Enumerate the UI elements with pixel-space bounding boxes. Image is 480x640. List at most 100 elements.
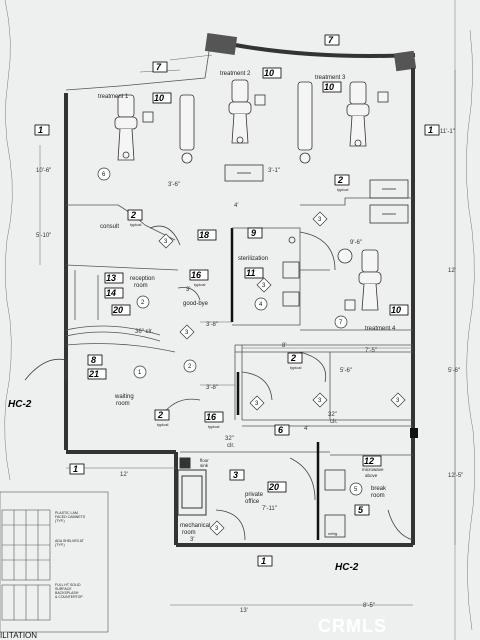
- dental-chair-1: [114, 94, 154, 161]
- tag-5: 5: [358, 505, 364, 515]
- svg-text:36" clr.: 36" clr.: [135, 329, 153, 335]
- svg-text:12': 12': [448, 268, 456, 274]
- column-top-right: [393, 50, 417, 72]
- svg-text:3: 3: [262, 283, 266, 289]
- room-consult: consult: [100, 224, 119, 230]
- svg-text:3'-1": 3'-1": [268, 168, 280, 174]
- microwave-note: microwave: [362, 467, 384, 472]
- room-waiting: waiting: [114, 394, 134, 400]
- tag-12: 12: [364, 456, 374, 466]
- svg-text:PLASTIC LAM.: PLASTIC LAM.: [55, 511, 79, 515]
- tag-2c: 2: [290, 353, 296, 363]
- tag-1d: 1: [261, 556, 266, 566]
- tag-16b: 16: [206, 412, 217, 422]
- svg-text:5: 5: [354, 487, 358, 493]
- svg-text:typical: typical: [290, 365, 301, 370]
- tag-10d: 10: [391, 305, 401, 315]
- tag-1a: 1: [38, 125, 43, 135]
- svg-text:BACKSPLASH: BACKSPLASH: [55, 591, 79, 595]
- svg-text:12': 12': [120, 472, 128, 478]
- svg-text:13': 13': [240, 608, 248, 614]
- svg-text:(TYP.): (TYP.): [55, 519, 65, 523]
- svg-text:3: 3: [396, 398, 400, 404]
- svg-text:6: 6: [102, 172, 106, 178]
- tag-11: 11: [246, 268, 255, 278]
- room-sterilization: sterilization: [238, 256, 268, 262]
- svg-text:2: 2: [141, 300, 145, 306]
- elevation-detail: [0, 491, 109, 633]
- door-swing-private: [289, 457, 316, 501]
- tag-14: 14: [106, 288, 116, 298]
- dental-cart-1: [179, 94, 195, 164]
- tag-8: 8: [91, 355, 96, 365]
- door-swing-break: [387, 509, 414, 541]
- svg-text:11'-1": 11'-1": [440, 129, 455, 135]
- svg-text:typical: typical: [194, 282, 205, 287]
- svg-text:5'-6": 5'-6": [448, 368, 460, 374]
- tag-21: 21: [88, 369, 99, 379]
- svg-text:7: 7: [339, 320, 343, 326]
- tag-13: 13: [106, 273, 116, 283]
- wall-reception-top: [65, 264, 179, 271]
- svg-text:32": 32": [328, 412, 337, 418]
- svg-text:3': 3': [186, 287, 190, 293]
- tag-2a: 2: [130, 210, 136, 220]
- svg-text:typical: typical: [337, 187, 348, 192]
- svg-text:3': 3': [190, 537, 194, 543]
- room-treatment-2: treatment 2: [220, 71, 251, 77]
- wall-sterilization-box: [232, 227, 301, 326]
- tag-20b: 20: [268, 482, 279, 492]
- sheet-border-left: [4, 0, 13, 481]
- svg-text:8': 8': [282, 343, 286, 349]
- dental-chair-2: [228, 79, 266, 144]
- diamond-markers: [158, 211, 406, 536]
- tag-10a: 10: [154, 93, 164, 103]
- tag-18: 18: [199, 230, 209, 240]
- refrig-note: refrig.: [328, 531, 338, 536]
- svg-text:clr.: clr.: [227, 443, 235, 449]
- room-treatment-1: treatment 1: [98, 94, 129, 100]
- room-mechanical-2: room: [182, 530, 196, 536]
- tag-7b: 7: [328, 35, 334, 45]
- svg-text:2: 2: [188, 364, 192, 370]
- room-waiting-2: room: [116, 401, 130, 407]
- wall-waiting-left: [65, 343, 176, 353]
- svg-text:FACED CABINETS: FACED CABINETS: [55, 515, 86, 519]
- tag-2d: 2: [157, 410, 163, 420]
- door-swing-corridor-2: [299, 351, 327, 383]
- dental-cart-2: [297, 81, 313, 164]
- tag-7a: 7: [156, 62, 162, 72]
- svg-text:FULL HT SOLID: FULL HT SOLID: [55, 583, 81, 587]
- wall-waiting-right: [234, 345, 243, 420]
- hc2-label-left: HC-2: [8, 399, 32, 410]
- wall-mid-horizontal: [235, 344, 413, 353]
- svg-text:SURFACE: SURFACE: [55, 587, 72, 591]
- room-treatment-3: treatment 3: [315, 75, 346, 81]
- sheet-border-right: [465, 29, 476, 631]
- tag-1b: 1: [428, 125, 433, 135]
- room-break-2: room: [371, 493, 385, 499]
- svg-text:3: 3: [215, 526, 219, 532]
- door-swing-consult: [149, 225, 181, 246]
- svg-text:7'-11": 7'-11": [262, 506, 277, 512]
- column-top-left: [204, 32, 238, 56]
- circle-markers: [97, 167, 363, 496]
- tag-16a: 16: [191, 270, 202, 280]
- svg-text:& COUNTERTOP: & COUNTERTOP: [55, 595, 83, 599]
- svg-text:7'-5": 7'-5": [365, 348, 377, 354]
- room-break: break: [371, 486, 387, 492]
- cabinet-treatment2: [224, 164, 264, 182]
- mechanical-equipment: [177, 457, 207, 516]
- svg-text:3'-8": 3'-8": [206, 322, 218, 328]
- door-swing-waiting-left: [24, 358, 67, 382]
- svg-text:5'-6": 5'-6": [340, 368, 352, 374]
- room-reception: reception: [130, 276, 155, 282]
- tag-10b: 10: [264, 68, 274, 78]
- tag-1c: 1: [73, 464, 78, 474]
- typical-notes: typical typical typical typical typical …: [130, 187, 348, 429]
- dental-chair-3: [346, 81, 389, 147]
- svg-text:3: 3: [318, 217, 322, 223]
- tag-2b: 2: [337, 175, 343, 185]
- svg-text:32": 32": [225, 436, 234, 442]
